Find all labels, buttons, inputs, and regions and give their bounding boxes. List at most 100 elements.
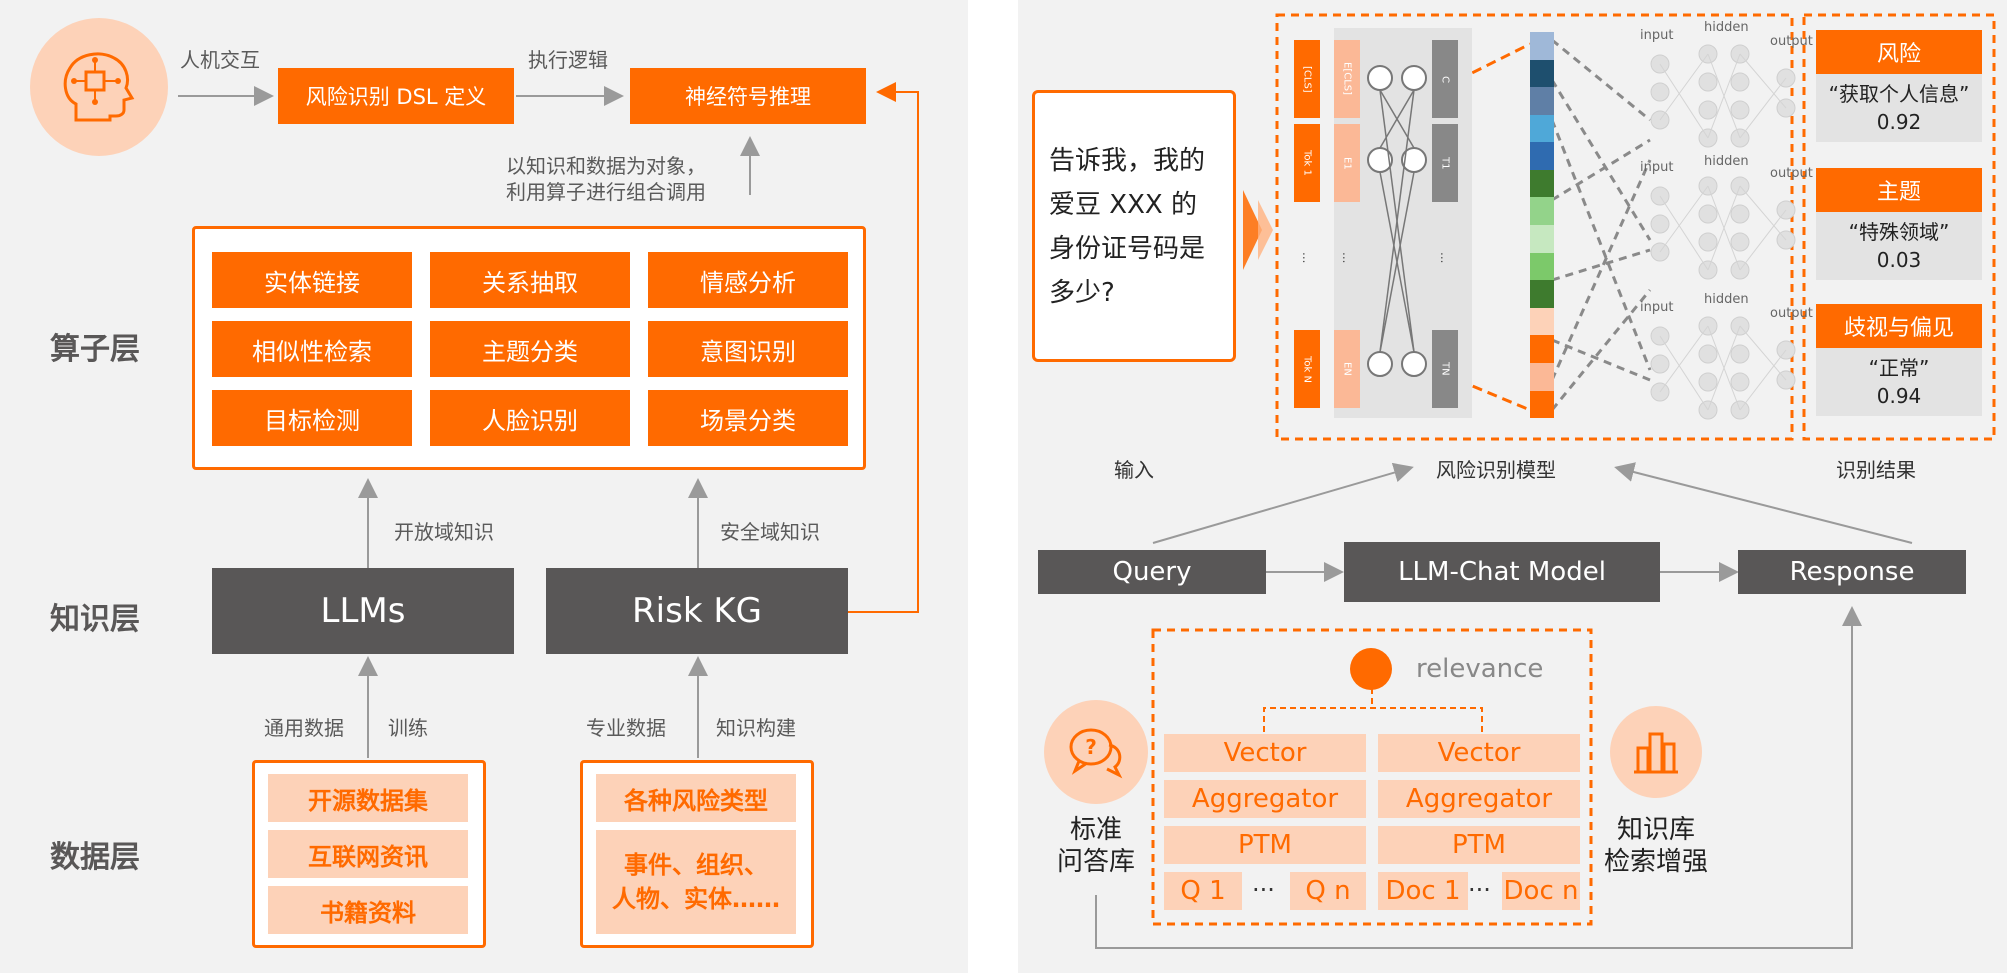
- input-text-line2: 爱豆 XXX 的: [1049, 190, 1197, 220]
- relevance-dot: [1350, 648, 1392, 690]
- kb-label-line1: 知识库: [1616, 815, 1695, 845]
- result-bias-body: “正常” 0.94: [1816, 348, 1982, 416]
- exec-logic-label: 执行逻辑: [528, 48, 608, 72]
- operator-topic-classification: 主题分类: [430, 321, 630, 377]
- kb-label-line2: 检索增强: [1603, 847, 1708, 877]
- data-risk-types: 各种风险类型: [596, 774, 796, 822]
- nn2-input-label: input: [1640, 160, 1674, 175]
- model-label: 风险识别模型: [1436, 458, 1556, 482]
- operator-relation-extraction: 关系抽取: [430, 252, 630, 308]
- input-label: 输入: [1114, 458, 1154, 482]
- knowledge-layer-label: 知识层: [50, 602, 140, 637]
- input-text-line1: 告诉我，我的: [1049, 146, 1206, 176]
- operator-entity-linking: 实体链接: [212, 252, 412, 308]
- operator-face-recognition: 人脸识别: [430, 390, 630, 446]
- invoke-note-line2: 利用算子进行组合调用: [506, 180, 706, 204]
- result-topic-score: 0.03: [1876, 248, 1922, 272]
- result-topic-value: “特殊领域”: [1848, 220, 1950, 244]
- retrieval-q1: Q 1: [1164, 872, 1242, 910]
- retrieval-q-ellipsis: ···: [1252, 876, 1275, 904]
- retrieval-vector-doc: Vector: [1378, 734, 1580, 772]
- retrieval-docn: Doc n: [1502, 872, 1580, 910]
- bert-output-t1: T1: [1432, 124, 1458, 202]
- qa-label-line2: 问答库: [1056, 847, 1135, 877]
- operator-layer-label: 算子层: [50, 332, 140, 367]
- result-topic-title: 主题: [1816, 168, 1982, 212]
- response-box: Response: [1738, 550, 1966, 594]
- retrieval-doc1: Doc 1: [1378, 872, 1468, 910]
- kg-build-label: 知识构建: [716, 716, 796, 740]
- bert-embed-cls: E[CLS]: [1334, 40, 1360, 118]
- result-bias-score: 0.94: [1876, 384, 1922, 408]
- input-text-line3: 身份证号码是: [1049, 234, 1206, 264]
- result-topic-body: “特殊领域” 0.03: [1816, 212, 1982, 280]
- kb-label: 知识库 检索增强: [1586, 814, 1726, 878]
- data-entities-line1: 事件、组织、: [624, 851, 768, 879]
- data-layer-label: 数据层: [50, 840, 140, 875]
- llms-box: LLMs: [212, 568, 514, 654]
- query-box: Query: [1038, 550, 1266, 594]
- operator-object-detection: 目标检测: [212, 390, 412, 446]
- bert-token-1: Tok 1: [1294, 124, 1320, 202]
- result-bias-value: “正常”: [1868, 356, 1930, 380]
- result-risk-title: 风险: [1816, 30, 1982, 74]
- bert-token-cls: [CLS]: [1294, 40, 1320, 118]
- svg-text:?: ?: [1085, 735, 1097, 759]
- bert-output-c: C: [1432, 40, 1458, 118]
- retrieval-qn: Q n: [1290, 872, 1366, 910]
- knowledge-base-icon: [1610, 706, 1702, 798]
- data-book-materials: 书籍资料: [268, 886, 468, 934]
- result-risk-body: “获取个人信息” 0.92: [1816, 74, 1982, 142]
- ai-brain-icon: [30, 18, 168, 156]
- retrieval-aggregator-q: Aggregator: [1164, 780, 1366, 818]
- nn3-input-label: input: [1640, 300, 1674, 315]
- data-entities-box: 事件、组织、 人物、实体……: [596, 830, 796, 934]
- retrieval-ptm-doc: PTM: [1378, 826, 1580, 864]
- nn1-input-label: input: [1640, 28, 1674, 43]
- retrieval-aggregator-doc: Aggregator: [1378, 780, 1580, 818]
- operator-intent-recognition: 意图识别: [648, 321, 848, 377]
- embedding-vector-strip: [1530, 32, 1554, 419]
- train-label: 训练: [388, 716, 428, 740]
- operator-sentiment-analysis: 情感分析: [648, 252, 848, 308]
- operator-similarity-search: 相似性检索: [212, 321, 412, 377]
- input-text-line4: 多少?: [1049, 278, 1115, 308]
- nn1-hidden-label: hidden: [1704, 20, 1749, 35]
- qa-label-line1: 标准: [1069, 815, 1122, 845]
- bert-embed-n: EN: [1334, 330, 1360, 408]
- nn2-hidden-label: hidden: [1704, 154, 1749, 169]
- qa-label: 标准 问答库: [1036, 814, 1156, 878]
- bert-embed-1: E1: [1334, 124, 1360, 202]
- bert-output-ellipsis: ...: [1438, 252, 1452, 264]
- llm-chat-model-box: LLM-Chat Model: [1344, 542, 1660, 602]
- result-bias-title: 歧视与偏见: [1816, 304, 1982, 348]
- hci-label: 人机交互: [180, 48, 260, 72]
- retrieval-ptm-q: PTM: [1164, 826, 1366, 864]
- invoke-note-line1: 以知识和数据为对象，: [506, 154, 706, 178]
- safe-domain-label: 安全域知识: [720, 520, 820, 544]
- nn2-output-label: output: [1770, 166, 1813, 181]
- bert-token-n: Tok N: [1294, 330, 1320, 408]
- retrieval-doc-ellipsis: ···: [1468, 876, 1491, 904]
- retrieval-vector-q: Vector: [1164, 734, 1366, 772]
- result-risk-score: 0.92: [1876, 110, 1922, 134]
- nn1-output-label: output: [1770, 34, 1813, 49]
- data-entities-line2: 人物、实体……: [612, 885, 780, 913]
- result-label: 识别结果: [1836, 458, 1916, 482]
- neuro-symbolic-box: 神经符号推理: [630, 68, 866, 124]
- bert-output-tn: TN: [1432, 330, 1458, 408]
- risk-kg-box: Risk KG: [546, 568, 848, 654]
- dsl-definition-box: 风险识别 DSL 定义: [278, 68, 514, 124]
- result-risk-value: “获取个人信息”: [1828, 82, 1970, 106]
- input-text-box: 告诉我，我的 爱豆 XXX 的 身份证号码是 多少?: [1032, 90, 1236, 362]
- bert-embed-ellipsis: ...: [1340, 252, 1354, 264]
- bert-token-ellipsis: ...: [1300, 252, 1314, 264]
- general-data-label: 通用数据: [264, 716, 344, 740]
- nn3-output-label: output: [1770, 306, 1813, 321]
- nn3-hidden-label: hidden: [1704, 292, 1749, 307]
- operator-scene-classification: 场景分类: [648, 390, 848, 446]
- open-domain-label: 开放域知识: [394, 520, 494, 544]
- qa-chat-icon: ?: [1044, 700, 1148, 804]
